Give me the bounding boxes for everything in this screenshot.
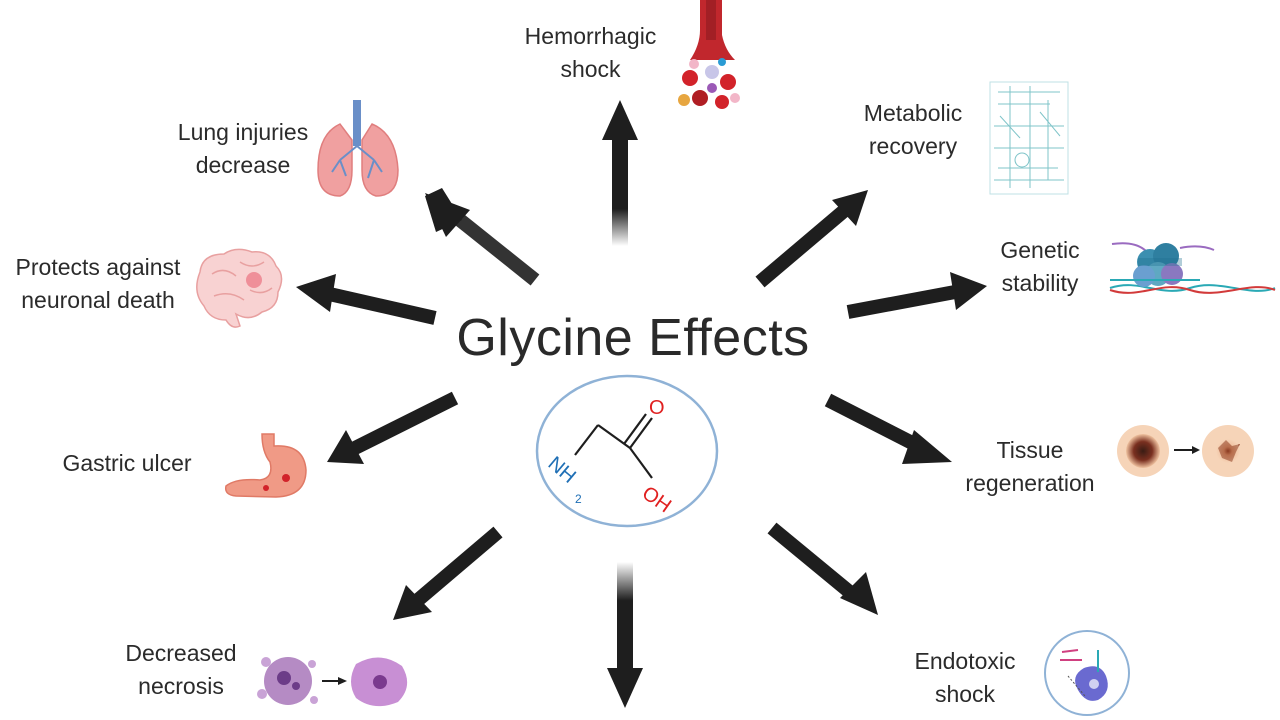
label-line: Tissue <box>996 437 1064 463</box>
blood-cells-icon <box>678 0 740 109</box>
label-line: shock <box>934 681 996 707</box>
molecule-bonds <box>574 413 653 479</box>
oxygen-label: O <box>649 397 665 419</box>
label-gastric-ulcer: Gastric ulcer <box>46 447 208 480</box>
label-line: Metabolic <box>863 100 963 126</box>
amine-subscript: 2 <box>575 492 582 506</box>
wound-healing-icon <box>1117 425 1254 477</box>
glycine-molecule: O OH NH 2 <box>535 374 719 528</box>
arrow-lower-left <box>327 391 459 464</box>
ribosome-dna-icon <box>1109 242 1276 294</box>
arrow-up <box>602 100 638 246</box>
arrow-right <box>846 272 987 319</box>
hydroxyl-label: OH <box>638 482 675 517</box>
macrophage-icon <box>1044 630 1130 716</box>
arrow-upper-right <box>755 190 868 288</box>
label-decreased-necrosis: Decreased necrosis <box>106 637 256 703</box>
label-line: regeneration <box>965 470 1095 496</box>
necrotic-cell-icon <box>257 657 408 707</box>
arrow-down-left <box>393 526 503 620</box>
label-lung-injuries: Lung injuries decrease <box>162 116 324 182</box>
arrow-down <box>607 562 643 708</box>
label-line: decrease <box>195 152 291 178</box>
page-title: Glycine Effects <box>456 309 810 367</box>
arrow-lower-right <box>824 393 952 464</box>
lungs-icon <box>317 100 399 197</box>
stomach-icon <box>224 433 307 498</box>
label-line: necrosis <box>138 673 224 699</box>
label-hemorrhagic-shock: Hemorrhagic shock <box>508 20 673 86</box>
label-line: shock <box>560 56 621 82</box>
label-line: Genetic <box>1000 237 1080 263</box>
arrow-down-right <box>767 522 878 615</box>
label-neuronal-death: Protects against neuronal death <box>0 251 196 317</box>
label-line: Lung injuries <box>177 119 309 145</box>
brain-icon <box>196 248 283 328</box>
arrow-upper-left <box>425 188 540 286</box>
metabolic-map-icon <box>989 81 1069 195</box>
label-line: Decreased <box>125 640 237 666</box>
label-genetic-stability: Genetic stability <box>984 234 1096 300</box>
label-line: recovery <box>868 133 958 159</box>
label-line: stability <box>1001 270 1079 296</box>
label-endotoxic-shock: Endotoxic shock <box>895 645 1035 711</box>
arrow-left <box>296 274 437 325</box>
label-tissue-regeneration: Tissue regeneration <box>950 434 1110 500</box>
molecule-circle <box>535 374 719 528</box>
label-line: Protects against <box>15 254 181 280</box>
label-line: neuronal death <box>21 287 175 313</box>
label-line: Endotoxic <box>914 648 1016 674</box>
label-metabolic-recovery: Metabolic recovery <box>848 97 978 163</box>
label-line: Hemorrhagic <box>524 23 657 49</box>
amine-label: NH <box>544 452 580 487</box>
label-line: Gastric ulcer <box>62 450 192 476</box>
